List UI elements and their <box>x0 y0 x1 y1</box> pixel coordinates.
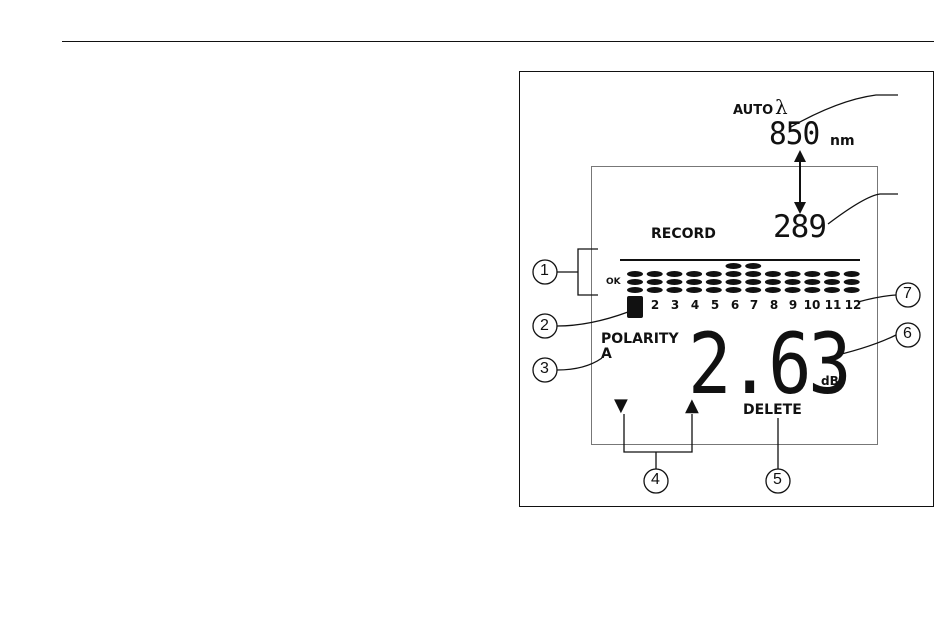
fiber-segment <box>804 279 820 285</box>
callout-5-circle <box>766 469 790 493</box>
callout-1-circle <box>533 260 557 284</box>
fiber-segment <box>765 287 781 293</box>
fiber-segment <box>647 287 663 293</box>
fiber-segment <box>647 271 663 277</box>
fiber-segment <box>706 287 722 293</box>
fiber-segment <box>666 279 682 285</box>
fiber-segment <box>706 271 722 277</box>
callout-3-circle <box>533 358 557 382</box>
fiber-segment <box>745 271 761 277</box>
fiber-segment <box>844 279 860 285</box>
fiber-segment <box>824 279 840 285</box>
fiber-segment <box>686 279 702 285</box>
callout-2-circle <box>533 314 557 338</box>
selected-fiber-box <box>627 296 643 318</box>
callout-7-circle <box>896 283 920 307</box>
fiber-segment <box>765 279 781 285</box>
fiber-segment <box>844 271 860 277</box>
fiber-segment <box>765 271 781 277</box>
fiber-segment <box>666 271 682 277</box>
fiber-segment <box>666 287 682 293</box>
fiber-segment <box>647 279 663 285</box>
fiber-segment <box>745 279 761 285</box>
fiber-segment <box>745 287 761 293</box>
fiber-segment <box>844 287 860 293</box>
fiber-segment <box>627 279 643 285</box>
link-double-arrow-icon <box>794 150 806 214</box>
fiber-status-segments <box>627 263 860 293</box>
callout-4-circle <box>644 469 668 493</box>
fiber-segment <box>785 279 801 285</box>
fiber-segment <box>785 271 801 277</box>
callout-6-circle <box>896 323 920 347</box>
fiber-segment <box>785 287 801 293</box>
fiber-segment <box>686 271 702 277</box>
fiber-segment <box>686 287 702 293</box>
fiber-segment <box>804 287 820 293</box>
fiber-segment <box>726 287 742 293</box>
fiber-segment-raised <box>745 263 761 269</box>
fiber-segment <box>824 271 840 277</box>
fiber-segment <box>726 279 742 285</box>
fiber-segment <box>804 271 820 277</box>
fiber-segment <box>627 271 643 277</box>
fiber-segment <box>627 287 643 293</box>
fiber-segment <box>824 287 840 293</box>
fiber-segment <box>726 271 742 277</box>
fiber-segment-raised <box>726 263 742 269</box>
fiber-segment <box>706 279 722 285</box>
